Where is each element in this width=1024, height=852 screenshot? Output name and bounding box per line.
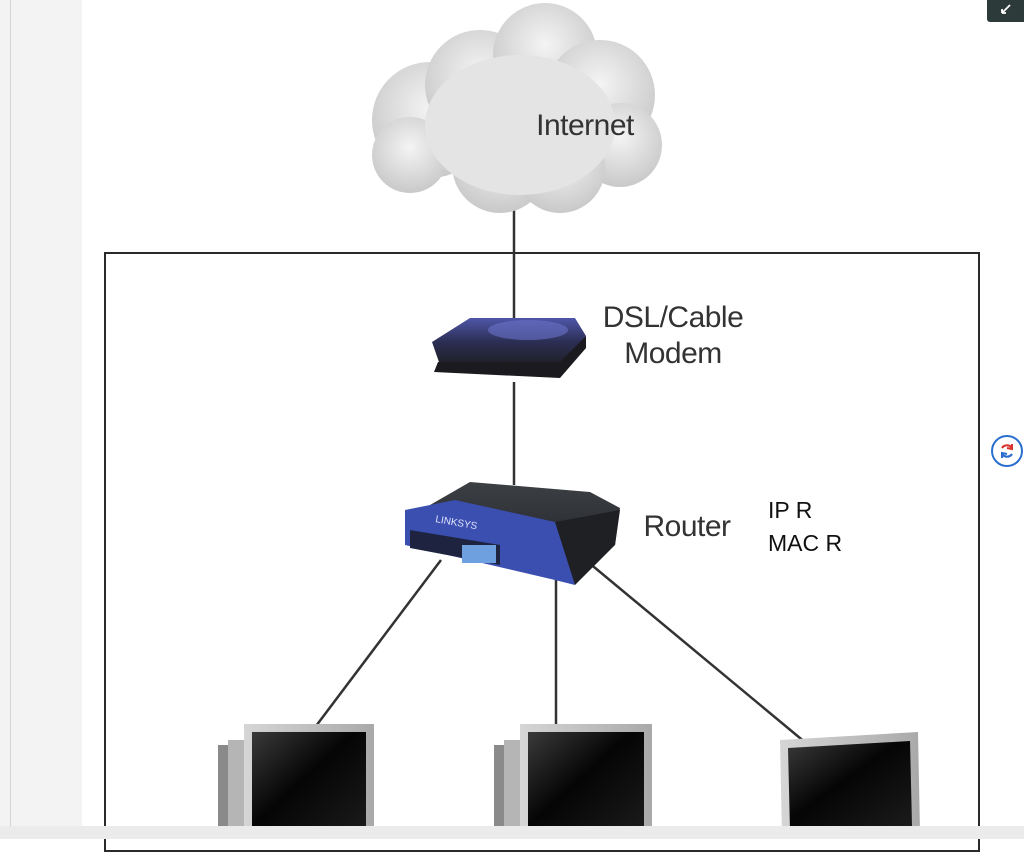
internet-label: Internet [536,109,634,142]
laptop-icon [780,732,920,838]
router-mac-text: MAC R [768,530,843,556]
modem-icon [432,318,586,378]
router-label: Router [643,510,731,543]
bottom-scrollbar[interactable] [0,826,1024,839]
router-ip-text: IP R [768,497,813,523]
left-gutter [0,0,82,839]
left-divider [10,0,11,839]
router-icon: LINKSYS [405,482,620,585]
desktop-pc-left-icon [218,724,374,839]
router-laptop-link [587,561,813,749]
router-pc-left-link [309,559,442,735]
modem-label: DSL/Cable Modem [588,300,758,372]
modem-label-line2: Modem [624,337,722,370]
router-address-note: IP R MAC R [768,494,842,560]
desktop-pc-center-icon [494,724,652,839]
expand-button[interactable] [987,0,1024,22]
modem-label-line1: DSL/Cable [602,301,744,334]
sync-icon [1001,444,1013,458]
expand-icon [1000,4,1011,14]
sync-button[interactable] [991,435,1023,467]
internet-cloud-icon [372,3,662,213]
